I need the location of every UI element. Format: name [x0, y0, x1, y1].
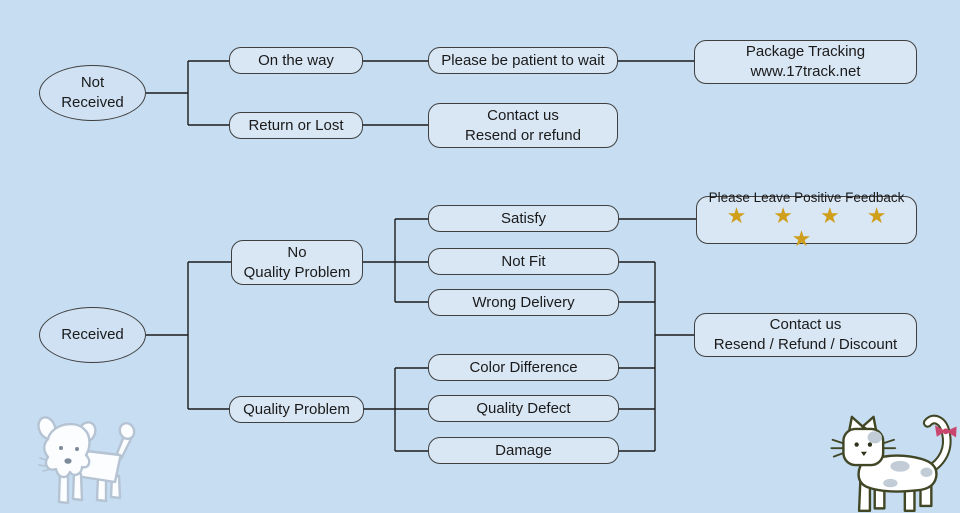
- bow-icon: [934, 425, 957, 438]
- node-color-difference-label: Color Difference: [469, 358, 578, 376]
- node-contact-us-resend-refund: Contact us Resend or refund: [428, 103, 618, 148]
- node-quality-defect-label: Quality Defect: [476, 399, 571, 417]
- contact-bottom-line2: Resend / Refund / Discount: [713, 336, 898, 353]
- dog-illustration-icon: [37, 416, 136, 505]
- cat-illustration-icon: [830, 414, 957, 512]
- contact-top-line2: Resend or refund: [465, 126, 581, 144]
- node-not-fit: Not Fit: [428, 248, 619, 275]
- node-return-or-lost: Return or Lost: [229, 112, 363, 139]
- node-wrong-delivery-label: Wrong Delivery: [472, 293, 575, 311]
- node-no-quality-problem: No Quality Problem: [231, 240, 363, 285]
- node-not-received: Not Received: [39, 65, 146, 121]
- no-quality-line2: Quality Problem: [243, 263, 351, 281]
- node-quality-problem: Quality Problem: [229, 396, 364, 423]
- node-package-tracking: Package Tracking www.17track.net: [694, 40, 917, 84]
- node-satisfy-label: Satisfy: [500, 209, 546, 227]
- package-tracking-url: www.17track.net: [750, 63, 861, 80]
- node-on-the-way-label: On the way: [258, 51, 334, 69]
- contact-bottom-line1: Contact us: [769, 316, 842, 334]
- node-not-received-line1: Not: [80, 74, 105, 92]
- package-tracking-line1: Package Tracking: [745, 43, 866, 61]
- node-quality-defect: Quality Defect: [428, 395, 619, 422]
- node-please-be-patient: Please be patient to wait: [428, 47, 618, 74]
- contact-top-line1: Contact us: [487, 106, 559, 124]
- node-color-difference: Color Difference: [428, 354, 619, 381]
- node-contact-us-resend-refund-discount: Contact us Resend / Refund / Discount: [694, 313, 917, 357]
- no-quality-line1: No: [287, 243, 307, 261]
- node-on-the-way: On the way: [229, 47, 363, 74]
- node-positive-feedback: Please Leave Positive Feedback ★ ★ ★ ★ ★: [696, 190, 917, 251]
- node-not-fit-label: Not Fit: [501, 252, 546, 270]
- node-wrong-delivery: Wrong Delivery: [428, 289, 619, 316]
- node-quality-problem-label: Quality Problem: [243, 400, 350, 418]
- node-not-received-line2: Received: [61, 94, 124, 111]
- node-damage: Damage: [428, 437, 619, 464]
- node-received: Received: [39, 307, 146, 363]
- node-satisfy: Satisfy: [428, 205, 619, 232]
- node-return-or-lost-label: Return or Lost: [248, 116, 344, 134]
- five-star-icons: ★ ★ ★ ★ ★: [726, 204, 897, 253]
- node-please-be-patient-label: Please be patient to wait: [441, 51, 605, 69]
- node-damage-label: Damage: [495, 441, 552, 459]
- node-received-label: Received: [61, 326, 124, 344]
- feedback-title: Please Leave Positive Feedback: [708, 189, 905, 205]
